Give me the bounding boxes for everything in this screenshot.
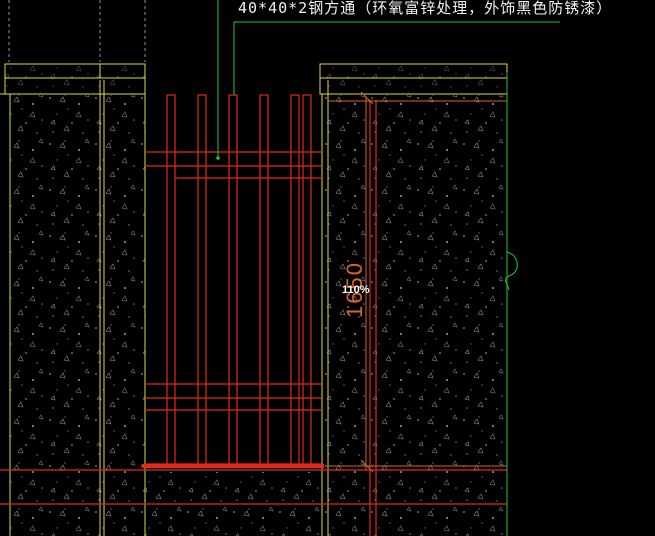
material-annotation: 40*40*2钢方通（环氧富锌处理，外饰黑色防锈漆） [238,0,612,18]
annotation-size: 40*40*2 [238,0,309,17]
zoom-level-label: 110% [342,284,370,296]
dimension-line [328,91,507,473]
hidden-lines [8,0,146,62]
base-plate [142,464,324,468]
concrete-hatch [0,66,507,536]
leader-endpoint [216,156,220,160]
guide-lines [217,0,560,536]
dimension-text: 1650 [342,261,367,318]
annotation-spec: 钢方通（环氧富锌处理，外饰黑色防锈漆） [308,0,613,17]
left-pier-outline [0,63,146,536]
